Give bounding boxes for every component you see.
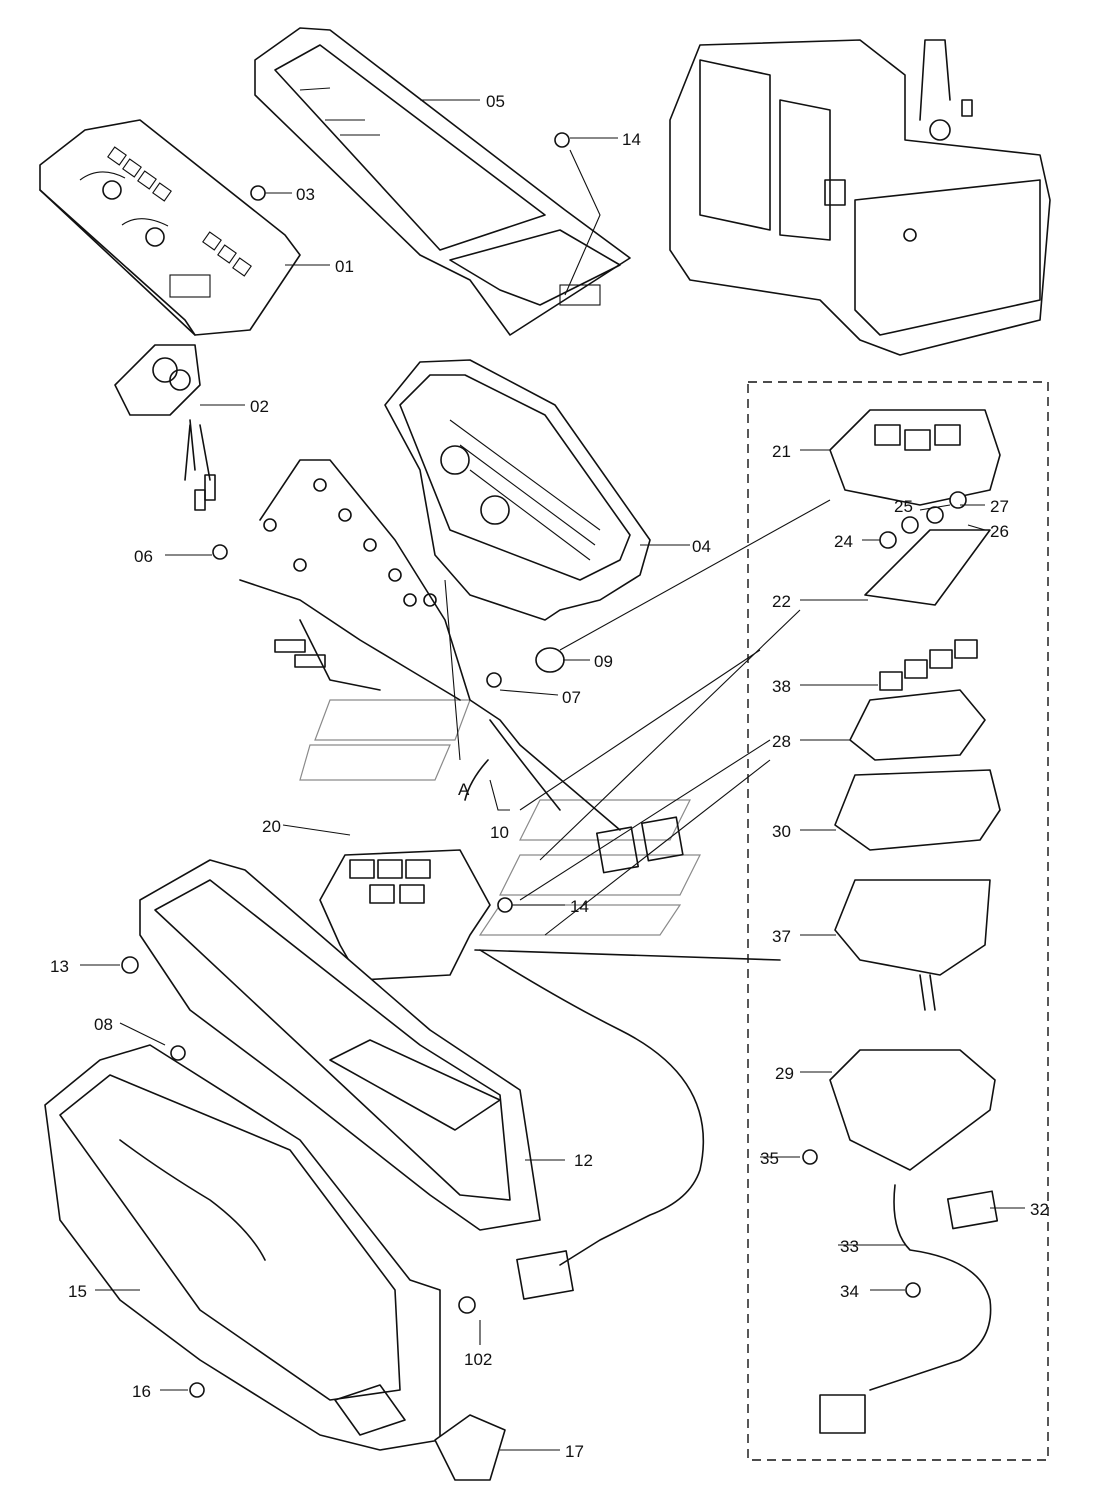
lower-cover-part [44, 1044, 441, 1451]
label-102: 102 [464, 1350, 492, 1369]
housing-part [384, 359, 651, 621]
label-02: 02 [250, 397, 269, 416]
label-35: 35 [760, 1149, 779, 1168]
switch-box-part [319, 849, 491, 981]
label-08: 08 [94, 1015, 113, 1034]
detail-assembly [747, 381, 1049, 1461]
cover-glass-part [254, 27, 631, 336]
excavator-sketch [669, 39, 1051, 356]
label-14-mid: 14 [570, 897, 589, 916]
label-01: 01 [335, 257, 354, 276]
label-16: 16 [132, 1382, 151, 1401]
label-34: 34 [840, 1282, 859, 1301]
label-09: 09 [594, 652, 613, 671]
label-28: 28 [772, 732, 791, 751]
console-frame-part [139, 859, 781, 1300]
lid-part [434, 1414, 506, 1481]
label-30: 30 [772, 822, 791, 841]
label-37: 37 [772, 927, 791, 946]
watermark [299, 699, 701, 936]
screws [121, 132, 921, 1398]
label-26: 26 [990, 522, 1009, 541]
label-24: 24 [834, 532, 853, 551]
label-15: 15 [68, 1282, 87, 1301]
label-33: 33 [840, 1237, 859, 1256]
label-25: 25 [894, 497, 913, 516]
label-20: 20 [262, 817, 281, 836]
label-06: 06 [134, 547, 153, 566]
label-17: 17 [565, 1442, 584, 1461]
label-04: 04 [692, 537, 711, 556]
label-29: 29 [775, 1064, 794, 1083]
instrument-panel-part [39, 119, 301, 336]
cap-part [535, 647, 565, 673]
label-12: 12 [574, 1151, 593, 1170]
label-03: 03 [296, 185, 315, 204]
wiring-harness [239, 459, 684, 874]
label-27: 27 [990, 497, 1009, 516]
label-21: 21 [772, 442, 791, 461]
label-detail-a: A [458, 780, 470, 799]
switch-part [114, 344, 216, 511]
part-labels: 01 02 03 04 05 06 07 08 09 10 12 13 14 1… [50, 92, 1049, 1461]
label-13: 13 [50, 957, 69, 976]
label-22: 22 [772, 592, 791, 611]
leader-lines [80, 99, 1025, 1451]
label-05: 05 [486, 92, 505, 111]
label-07: 07 [562, 688, 581, 707]
label-38: 38 [772, 677, 791, 696]
label-14-top: 14 [622, 130, 641, 149]
label-32: 32 [1030, 1200, 1049, 1219]
label-10: 10 [490, 823, 509, 842]
